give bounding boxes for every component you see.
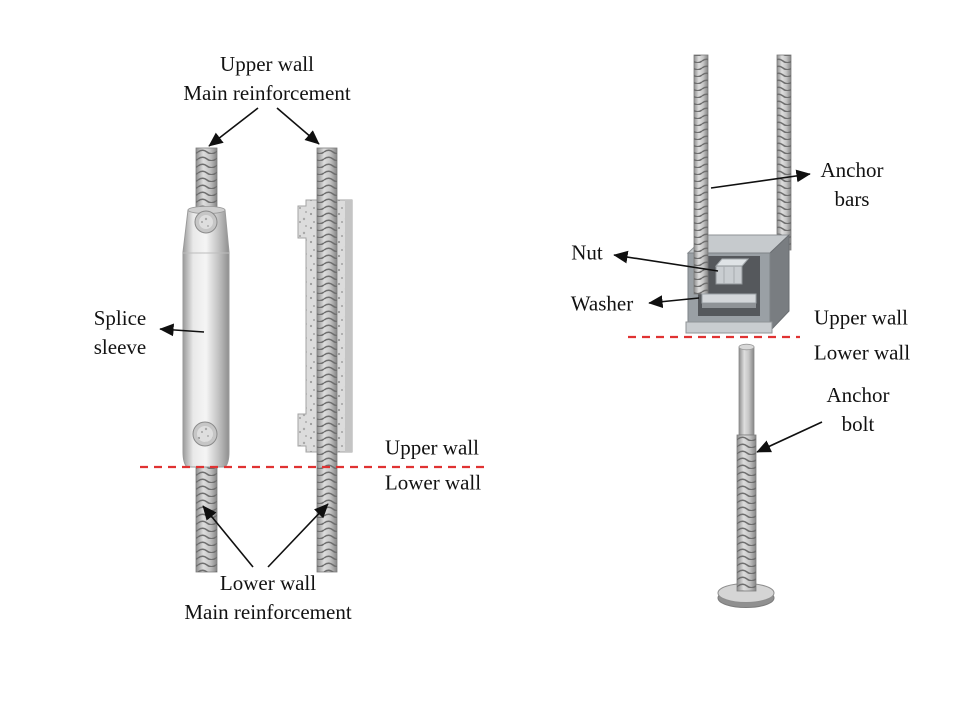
anchor-bars-label: Anchor bars	[821, 156, 884, 214]
sleeve-cross-section	[297, 147, 353, 573]
grout-port-top	[194, 210, 218, 234]
lower-reinforcement-label-line1: Lower wall	[219, 571, 317, 595]
anchor-bolt-arrow	[756, 421, 823, 453]
splice-sleeve-label: Splice sleeve	[94, 304, 147, 362]
grout-port-bottom	[192, 421, 218, 447]
left-lower-wall-label: Lower wall	[384, 470, 482, 495]
washer-label: Washer	[570, 291, 634, 316]
lower-reinforcement-label-line2: Main reinforcement	[184, 600, 352, 624]
right-leader-arrows	[613, 169, 823, 453]
bolt-top-cap	[738, 343, 755, 351]
lower-reinforcement-label: Lower wall Main reinforcement	[184, 569, 351, 627]
anchor-bar-right	[776, 54, 792, 251]
splice-sleeve-body	[182, 205, 230, 468]
anchor-bolt-label: Anchor bolt	[827, 381, 890, 439]
splice-sleeve-label-line1: Splice	[93, 306, 147, 330]
lower-reinf-arrow-left	[202, 505, 254, 568]
nut-arrow	[613, 250, 719, 272]
anchor-bolt-label-line1: Anchor	[826, 383, 890, 407]
washer	[701, 293, 757, 308]
nut	[714, 258, 750, 285]
left-upper-wall-label: Upper wall	[385, 435, 479, 460]
lower-rebar	[195, 461, 218, 573]
box-base-plate	[685, 321, 773, 334]
anchor-bars-label-line2: bars	[834, 187, 870, 211]
splice-sleeve-figure	[140, 107, 488, 573]
right-upper-wall-label: Upper wall	[814, 305, 908, 330]
upper-rebar	[195, 147, 218, 213]
bolt-smooth-shaft	[738, 346, 755, 436]
upper-reinforcement-label-line2: Main reinforcement	[183, 81, 351, 105]
section-rebar	[316, 147, 338, 573]
upper-reinforcement-label-line1: Upper wall	[220, 52, 314, 76]
anchor-bars-arrow	[710, 169, 811, 189]
lower-reinf-arrow-right	[267, 503, 329, 568]
splice-sleeve-label-line2: sleeve	[93, 335, 147, 359]
upper-reinforcement-label: Upper wall Main reinforcement	[183, 50, 350, 108]
anchor-bolt-figure	[613, 54, 823, 608]
anchor-bars-label-line1: Anchor	[820, 158, 884, 182]
anchor-bolt	[717, 343, 775, 608]
anchor-bar-left	[693, 54, 709, 295]
upper-reinf-arrow-right	[276, 107, 320, 145]
nut-label: Nut	[571, 240, 603, 265]
right-lower-wall-label: Lower wall	[813, 340, 911, 365]
upper-reinf-arrow-left	[208, 107, 259, 147]
splice-sleeve-arrow	[159, 323, 205, 337]
left-leader-arrows	[159, 107, 329, 568]
washer-arrow	[648, 295, 700, 309]
anchor-bolt-label-line2: bolt	[841, 412, 875, 436]
